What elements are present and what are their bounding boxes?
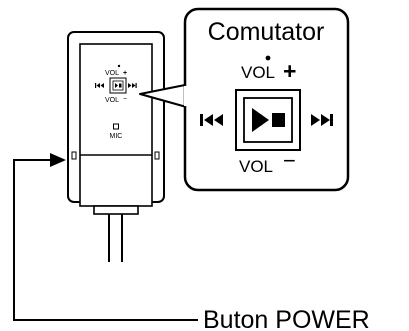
- play-pause-icon: [252, 108, 269, 132]
- prev-track-icon: [200, 114, 223, 126]
- callout-vol-dot: [265, 55, 271, 61]
- device-power-button-left: [71, 151, 77, 160]
- power-leader-line: [13, 159, 198, 321]
- device-mic-label: MIC: [110, 133, 123, 140]
- callout-joint-mask: [184, 86, 188, 106]
- callout-vol-plus-sign: +: [283, 58, 296, 84]
- callout-vol-plus-label: VOL: [241, 63, 275, 82]
- device-next-icon: [128, 83, 137, 88]
- callout-title: Comutator: [208, 18, 325, 46]
- callout-pause-square: [272, 113, 285, 127]
- device-prev-icon: [95, 83, 104, 88]
- device-control-pad: VOL + VOL − MIC: [95, 64, 137, 140]
- device-pause-icon: [119, 83, 122, 88]
- power-arrowhead: [50, 153, 66, 167]
- device: VOL + VOL − MIC: [67, 31, 165, 262]
- power-button-label: Buton POWER: [203, 306, 370, 331]
- device-clip: [93, 205, 139, 215]
- device-vol-plus-label: VOL: [105, 70, 119, 77]
- next-track-icon: [311, 114, 333, 126]
- device-vol-minus-sign: −: [123, 96, 127, 103]
- device-vol-dot: [117, 64, 121, 68]
- callout-vol-minus-sign: −: [283, 148, 296, 173]
- power-arrow-icon: [13, 153, 198, 321]
- device-vol-plus-sign: +: [123, 70, 127, 77]
- device-mic-hole: [113, 123, 119, 130]
- callout-bubble: Comutator VOL + VOL −: [183, 7, 350, 192]
- device-power-button-right: [154, 151, 160, 160]
- device-play-icon: [115, 83, 118, 88]
- device-vol-minus-label: VOL: [105, 97, 119, 104]
- callout-vol-minus-label: VOL: [239, 157, 273, 176]
